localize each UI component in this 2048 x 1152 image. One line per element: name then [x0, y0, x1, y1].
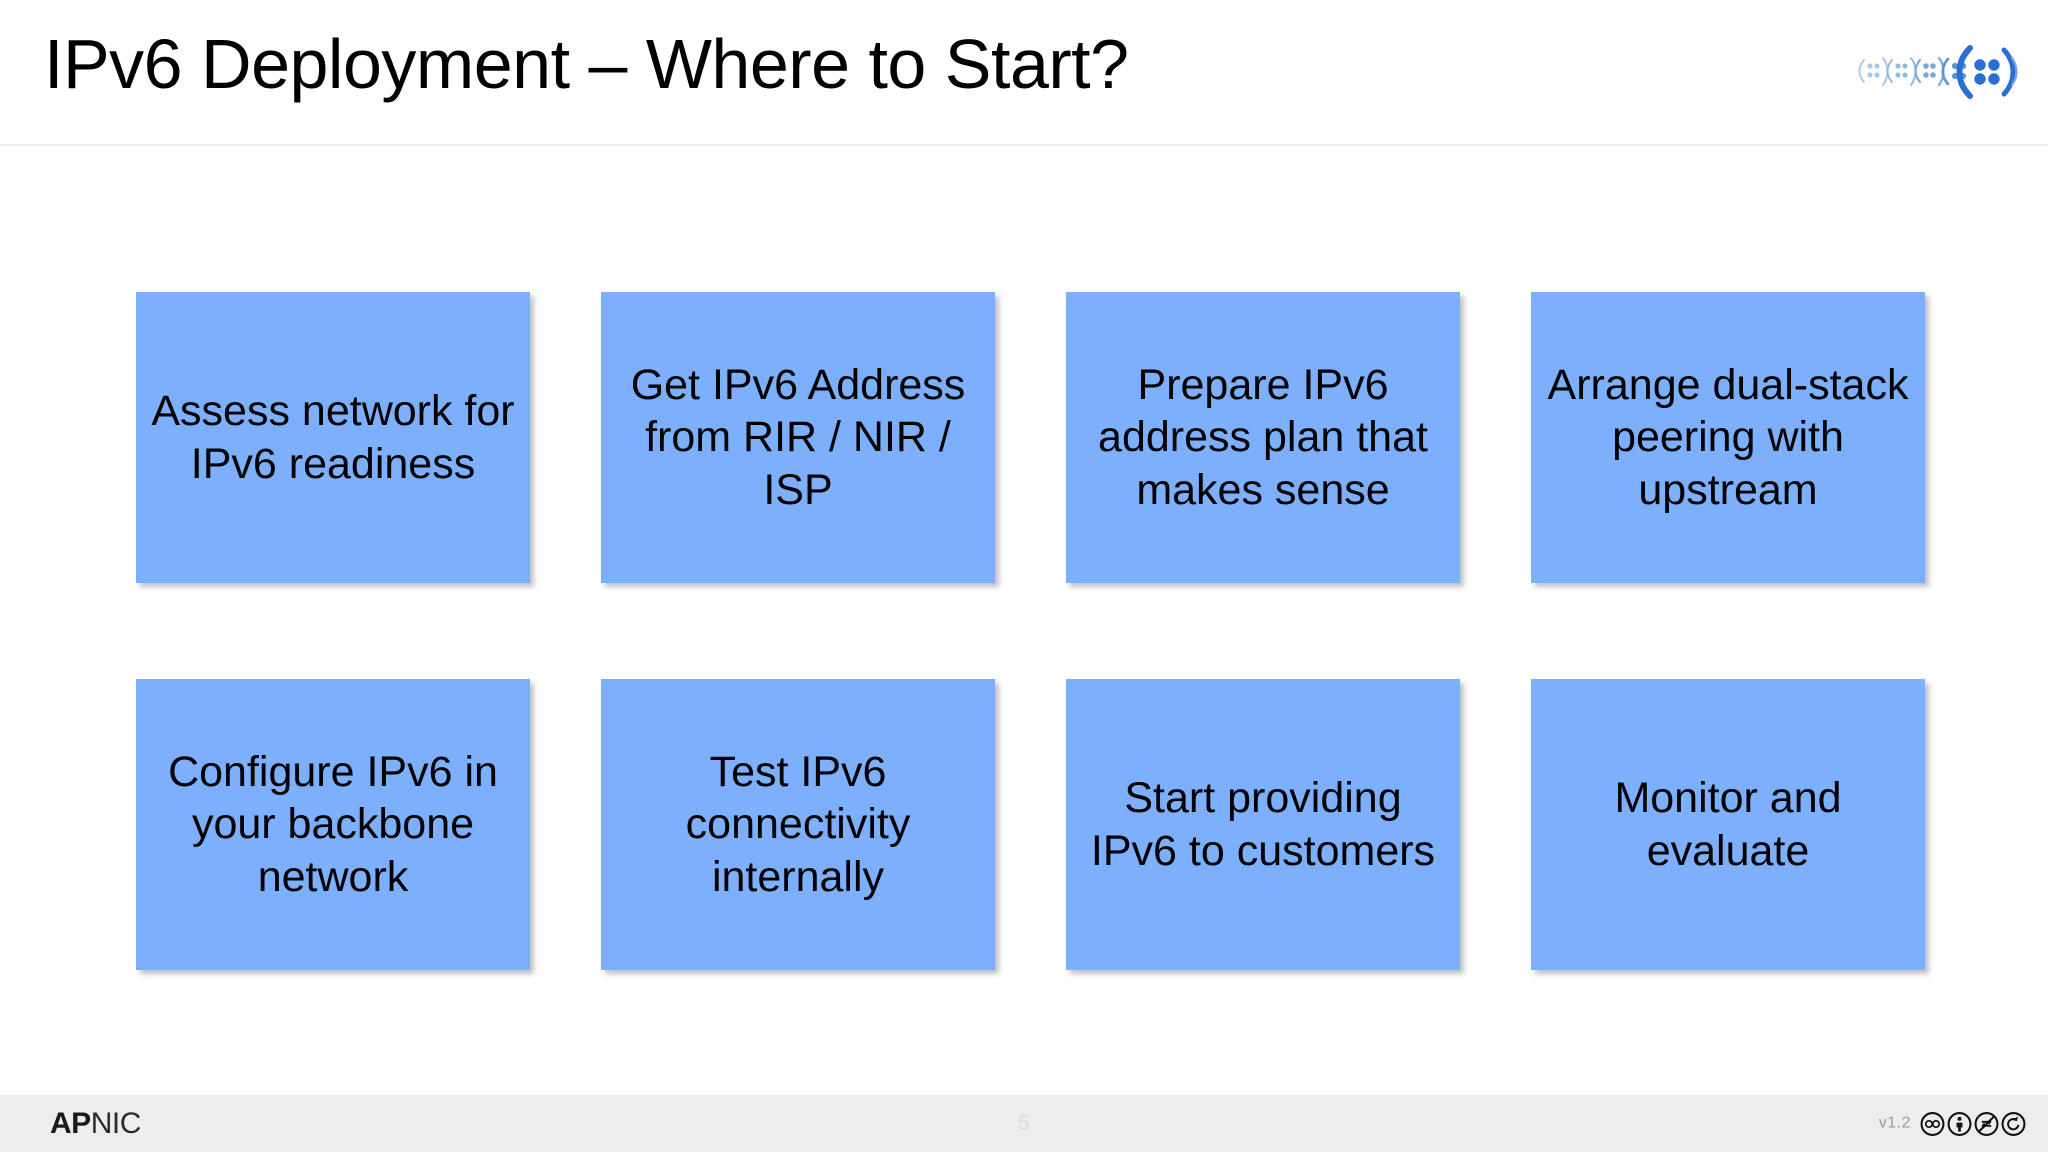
- apnic-wordmark-ap: AP: [50, 1106, 91, 1140]
- version-label: v1.2: [1878, 1114, 1911, 1132]
- footer-right-group: v1.2: [1879, 1111, 2026, 1136]
- apnic-wordmark: APNIC: [50, 1107, 141, 1141]
- step-box-assess-network[interactable]: Assess network for IPv6 readiness: [136, 292, 530, 583]
- slide-footer: APNIC 5 v1.2: [0, 1095, 2048, 1152]
- cc-nc-icon: [1974, 1111, 1999, 1136]
- step-box-label: Monitor and evaluate: [1614, 774, 1842, 875]
- cc-icon: [1920, 1111, 1945, 1136]
- step-box-label: Start providing IPv6 to customers: [1090, 774, 1436, 875]
- apnic-wordmark-nic: NIC: [90, 1106, 142, 1140]
- page-title: IPv6 Deployment – Where to Start?: [44, 25, 1129, 103]
- step-box-configure-backbone[interactable]: Configure IPv6 in your backbone network: [136, 679, 530, 970]
- step-box-address-plan[interactable]: Prepare IPv6 address plan that makes sen…: [1066, 292, 1460, 583]
- creative-commons-badges: [1920, 1111, 2026, 1136]
- step-box-label: Assess network for IPv6 readiness: [151, 387, 515, 488]
- step-box-label: Get IPv6 Address from RIR / NIR / ISP: [630, 360, 966, 514]
- steps-grid: Assess network for IPv6 readiness Get IP…: [136, 292, 1926, 970]
- step-box-monitor-evaluate[interactable]: Monitor and evaluate: [1531, 679, 1925, 970]
- step-box-test-connectivity[interactable]: Test IPv6 connectivity internally: [601, 679, 995, 970]
- step-box-provide-customers[interactable]: Start providing IPv6 to customers: [1066, 679, 1460, 970]
- cc-sa-icon: [2001, 1111, 2026, 1136]
- page-number: 5: [1018, 1111, 1030, 1135]
- step-box-get-address[interactable]: Get IPv6 Address from RIR / NIR / ISP: [601, 292, 995, 583]
- slide-header: IPv6 Deployment – Where to Start?: [0, 0, 2048, 146]
- step-box-dual-stack-peering[interactable]: Arrange dual-stack peering with upstream: [1531, 292, 1925, 583]
- step-box-label: Test IPv6 connectivity internally: [685, 747, 911, 901]
- cc-by-icon: [1947, 1111, 1972, 1136]
- step-box-label: Prepare IPv6 address plan that makes sen…: [1098, 360, 1428, 514]
- apnic-dotted-logo: [1858, 40, 2018, 102]
- step-box-label: Configure IPv6 in your backbone network: [168, 747, 498, 901]
- step-box-label: Arrange dual-stack peering with upstream: [1547, 360, 1909, 514]
